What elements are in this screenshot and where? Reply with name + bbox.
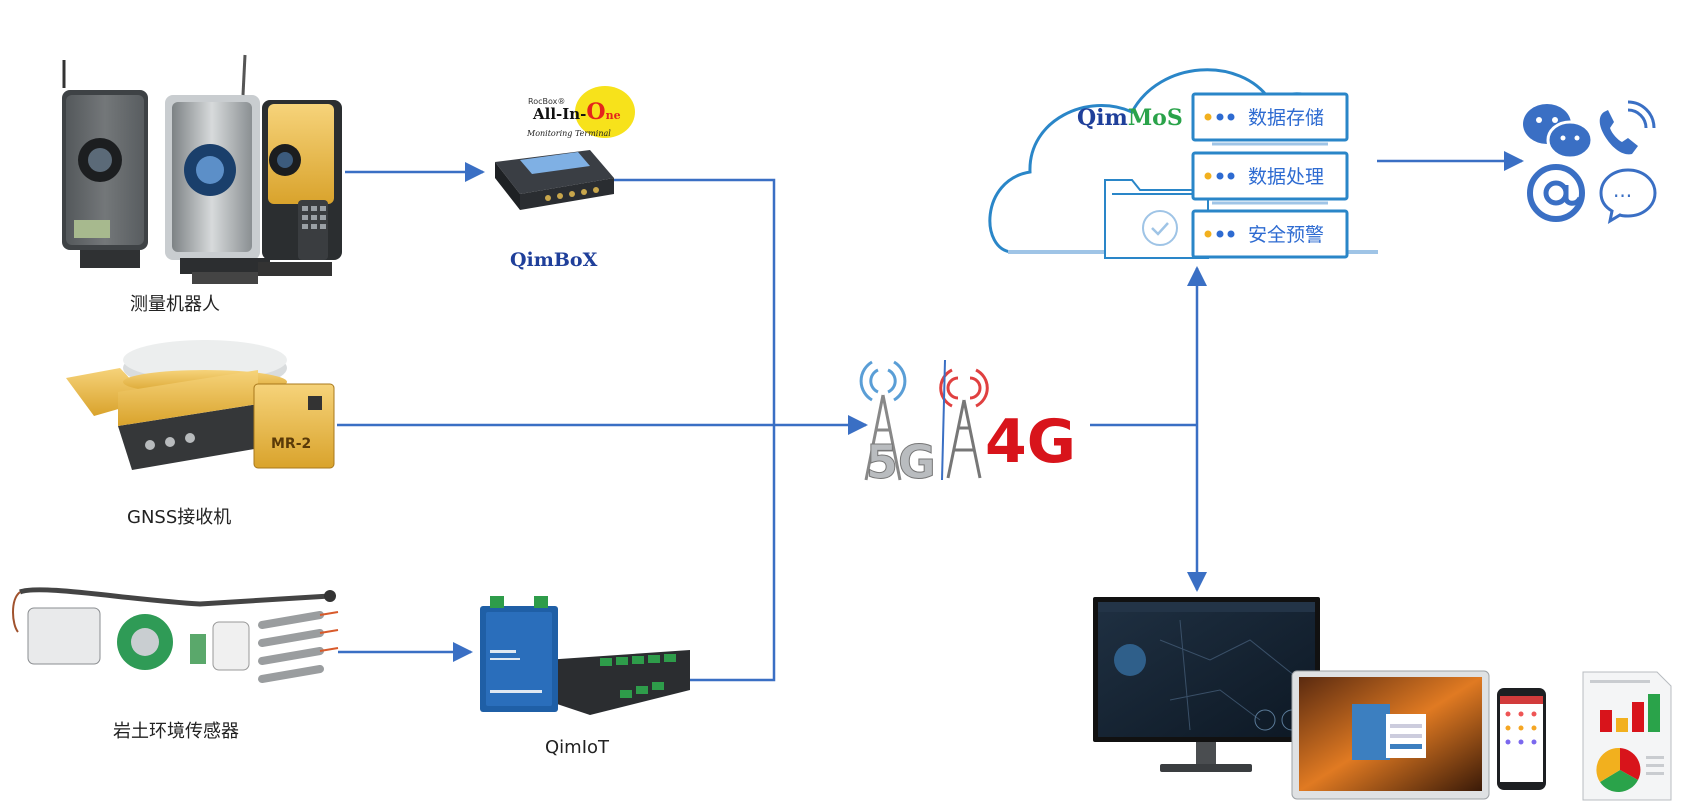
desktop-monitor — [1093, 597, 1320, 772]
robot-label: 测量机器人 — [130, 294, 220, 315]
cloud-brand-qim: Qim — [1077, 105, 1128, 131]
service-card-processing: 数据处理 — [1191, 151, 1349, 201]
phone-icon — [1599, 100, 1656, 155]
wechat-icon — [1523, 104, 1594, 160]
connector-lines — [337, 151, 1524, 682]
qimbox-device-image — [495, 150, 614, 210]
message-bubble-icon: ... — [1599, 168, 1657, 225]
gnss-receiver-image: MR-2 — [66, 340, 335, 470]
display-devices — [1093, 597, 1672, 801]
sensor-label: 岩土环境传感器 — [113, 721, 239, 742]
service-warning-label: 安全预警 — [1248, 224, 1324, 246]
qimbox-logo-ne: ne — [606, 109, 621, 122]
message-bubble-dots: ... — [1613, 178, 1632, 202]
qimbox-logo-sub: Monitoring Terminal — [526, 129, 611, 138]
notification-icons: ... — [1523, 100, 1657, 225]
service-stack: 数据存储 数据处理 安全预警 — [1191, 92, 1349, 259]
surveying-robot-image — [62, 54, 342, 284]
qimiot-label: QimIoT — [545, 737, 610, 758]
qimbox-logo-small: RocBox® — [528, 97, 565, 106]
email-at-icon — [1527, 164, 1585, 222]
gnss-badge-text: MR-2 — [271, 436, 311, 452]
network-towers-image: 5G 4G — [859, 359, 1076, 490]
report-document — [1582, 671, 1672, 801]
svg-text:QimMoS: QimMoS — [1077, 105, 1183, 131]
label-5g: 5G — [866, 435, 936, 489]
service-card-warning: 安全预警 — [1191, 209, 1349, 259]
gnss-label: GNSS接收机 — [127, 507, 231, 528]
qimbox-to-bus-line — [612, 178, 776, 682]
qimiot-device-image — [480, 596, 690, 715]
tablet-device — [1291, 670, 1490, 800]
qimbox-logo-main: All-In- — [532, 105, 586, 123]
qimbox-logo-o: O — [586, 99, 605, 125]
label-4g: 4G — [985, 407, 1076, 477]
qimbox-logo: RocBox® All-In-One Monitoring Terminal — [526, 86, 635, 138]
qimbox-brand-text: QimBoX — [510, 249, 598, 271]
cloud-brand-mos: MoS — [1128, 105, 1183, 131]
service-storage-label: 数据存储 — [1248, 107, 1324, 129]
geotechnical-sensors-image — [12, 587, 339, 683]
phone-device — [1497, 688, 1546, 790]
svg-text:All-In-One: All-In-One — [532, 99, 621, 125]
svg-text:QimBoX: QimBoX — [510, 249, 598, 271]
service-processing-label: 数据处理 — [1248, 166, 1324, 188]
service-card-storage: 数据存储 — [1191, 92, 1349, 142]
